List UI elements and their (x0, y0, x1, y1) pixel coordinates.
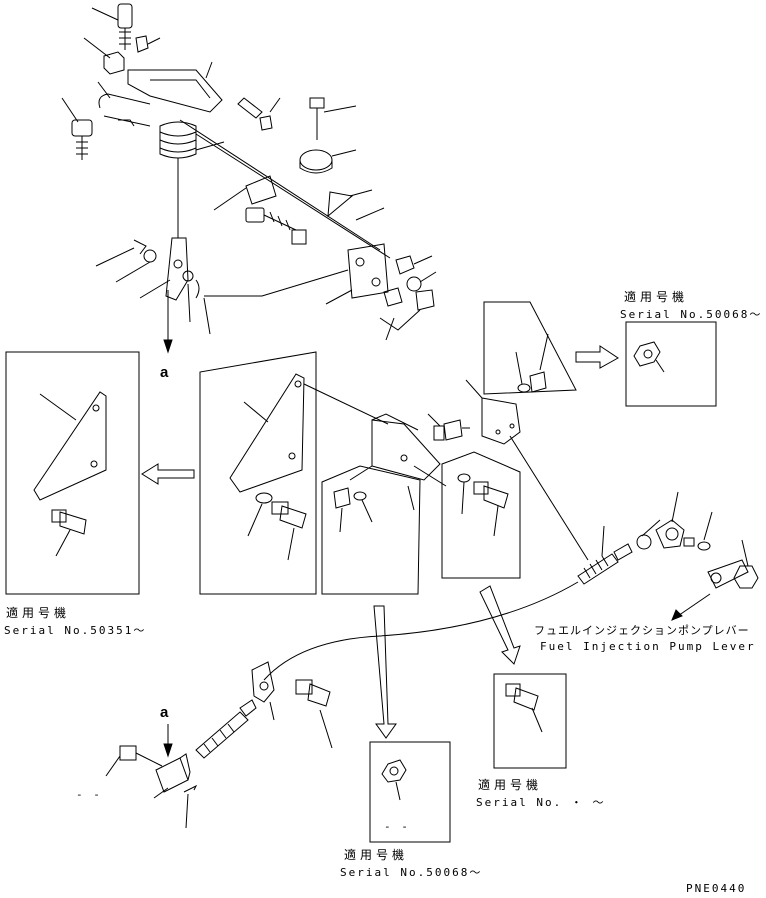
detail-box-right-top (625, 321, 717, 407)
callout-2-serial: Serial No.50351〜 (4, 624, 147, 637)
cable-right-end (577, 491, 759, 621)
pedal-assembly (61, 3, 437, 354)
callout-1-serial: Serial No.50068〜 (620, 308, 763, 321)
pump-lever-label-jp: フュエルインジェクションポンプレバー (534, 624, 750, 637)
lower-assembly (105, 661, 333, 829)
ref-a-bottom: a (160, 704, 169, 721)
throttle-cable (263, 581, 579, 681)
callout-3-serial: Serial No. ・ 〜 (476, 796, 606, 809)
drawing-code: PNE0440 (686, 882, 747, 895)
callout-2-jp: 適用号機 (6, 606, 71, 620)
ref-a-top: a (160, 364, 169, 381)
detail-box-nut (321, 465, 421, 595)
arrow-down-center (373, 605, 397, 739)
arrow-down-right (479, 585, 521, 665)
dash-bottom: - - (384, 820, 410, 833)
detail-box-center (199, 351, 389, 595)
callout-4-jp: 適用号機 (344, 848, 409, 862)
arrow-right (575, 345, 619, 369)
detail-box-bottom-center (369, 741, 451, 843)
callout-4-serial: Serial No.50068〜 (340, 866, 483, 879)
arrow-left (141, 463, 195, 485)
detail-box-bottom-right (493, 673, 567, 769)
detail-box-left (5, 351, 140, 595)
callout-3-jp: 適用号機 (478, 778, 543, 792)
detail-box-bolt (441, 451, 521, 579)
dash-left: - - (76, 788, 102, 801)
pump-lever-label-en: Fuel Injection Pump Lever (540, 640, 756, 653)
detail-box-bracket-right (465, 301, 589, 561)
center-bracket (349, 413, 470, 487)
callout-1-jp: 適用号機 (624, 290, 689, 304)
